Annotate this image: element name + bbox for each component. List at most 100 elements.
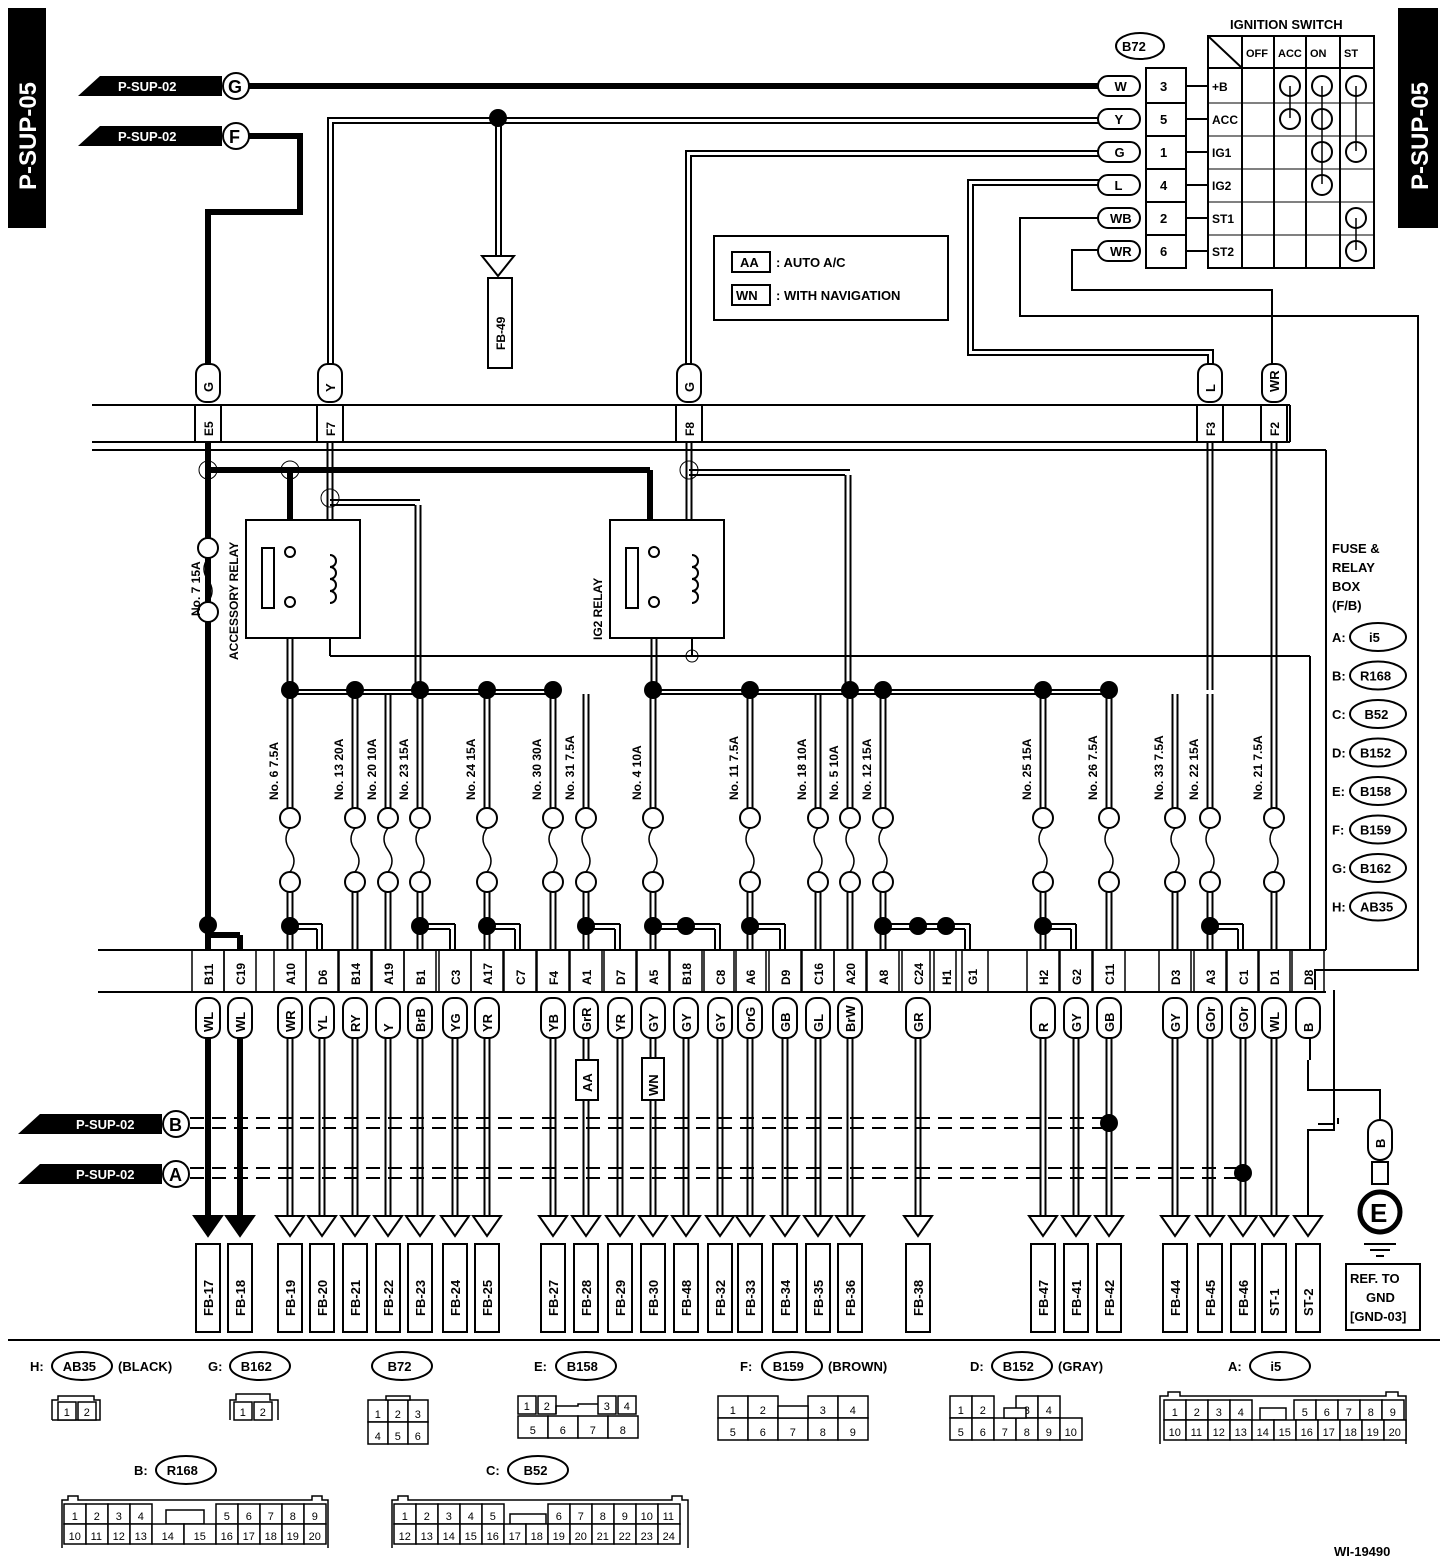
- svg-text:1: 1: [524, 1401, 530, 1413]
- svg-text:1: 1: [240, 1407, 246, 1419]
- fb49-box[interactable]: FB-49: [487, 277, 513, 369]
- splice-dot: [741, 681, 759, 699]
- fuse-rating: No. 18 10A: [795, 738, 809, 800]
- svg-text:2: 2: [1194, 1407, 1200, 1419]
- fuse-rating: No. 13 20A: [332, 738, 346, 800]
- destination: FB-19: [283, 1280, 298, 1316]
- option-tag-aa: AA: [575, 1059, 599, 1101]
- svg-text:WR: WR: [1110, 244, 1132, 259]
- pin-d1: D1: [1257, 950, 1291, 992]
- destination: FB-48: [679, 1280, 694, 1316]
- svg-text:3: 3: [604, 1401, 610, 1413]
- svg-text:B158: B158: [1360, 784, 1391, 799]
- fuse-no-20-10a: No. 20 10A: [365, 694, 399, 950]
- input-f[interactable]: P-SUP-02 F: [78, 122, 250, 150]
- svg-text:1: 1: [375, 1409, 381, 1421]
- splice-dot: [841, 681, 859, 699]
- destination: FB-30: [646, 1280, 661, 1316]
- input-b[interactable]: P-SUP-02 B: [18, 1110, 190, 1138]
- svg-text:6: 6: [246, 1511, 252, 1523]
- pin-label: H2: [1037, 969, 1051, 985]
- svg-text:ACCESSORY RELAY: ACCESSORY RELAY: [227, 542, 241, 660]
- pin-c16: C16: [801, 950, 835, 992]
- destination: FB-22: [381, 1280, 396, 1316]
- svg-text:19: 19: [1367, 1427, 1379, 1439]
- svg-text:2: 2: [395, 1409, 401, 1421]
- input-a[interactable]: P-SUP-02 A: [18, 1160, 190, 1188]
- ign-col-header: ON: [1310, 48, 1327, 60]
- wire-color: WR: [1267, 370, 1282, 392]
- pin-b1: B1: [403, 950, 437, 992]
- wire-color: B: [1301, 1023, 1316, 1032]
- splice-dot: [644, 681, 662, 699]
- input-g[interactable]: P-SUP-02 G: [78, 72, 250, 100]
- splice-dot: [644, 917, 662, 935]
- destination: FB-23: [413, 1280, 428, 1316]
- pin-a6: A6: [733, 950, 767, 992]
- fuse-no-11-7-5a: No. 11 7.5A: [727, 694, 761, 950]
- svg-text:[GND-03]: [GND-03]: [1350, 1309, 1406, 1324]
- svg-text:19: 19: [287, 1531, 299, 1543]
- pin-label: A10: [284, 963, 298, 985]
- fuse-rating: No. 31 7.5A: [563, 735, 577, 800]
- svg-text:11: 11: [663, 1511, 674, 1523]
- accessory-relay: ACCESSORY RELAY: [227, 519, 361, 660]
- splice-dot: [346, 681, 364, 699]
- destination: FB-45: [1203, 1280, 1218, 1316]
- svg-text:P-SUP-02: P-SUP-02: [76, 1167, 135, 1182]
- svg-text:2: 2: [760, 1405, 766, 1417]
- pin-c1: C1: [1226, 950, 1260, 992]
- svg-text:G:: G:: [208, 1359, 222, 1374]
- svg-text:7: 7: [1346, 1407, 1352, 1419]
- wire-color: YL: [315, 1015, 330, 1032]
- svg-text:B72: B72: [1122, 39, 1146, 54]
- svg-text:16: 16: [1301, 1427, 1313, 1439]
- pin-a10: A10: [273, 950, 307, 992]
- output-fb-22[interactable]: YFB-22: [372, 997, 404, 1333]
- pin-label: G1: [966, 969, 980, 985]
- fuse-no-4-10a: No. 4 10A: [630, 694, 664, 950]
- svg-text:6: 6: [556, 1511, 562, 1523]
- output-fb-47[interactable]: RFB-47: [1027, 997, 1059, 1333]
- svg-text:15: 15: [1279, 1427, 1291, 1439]
- svg-text:14: 14: [162, 1531, 174, 1543]
- wire-color: WL: [233, 1012, 248, 1032]
- svg-text:15: 15: [194, 1531, 206, 1543]
- splice-dot: [677, 917, 695, 935]
- svg-text:ACC: ACC: [1212, 113, 1238, 127]
- svg-text:B159: B159: [1360, 823, 1391, 838]
- output-st-2[interactable]: BST-2: [1292, 997, 1339, 1333]
- fuse-no-25-15a: No. 25 15A: [1020, 694, 1054, 950]
